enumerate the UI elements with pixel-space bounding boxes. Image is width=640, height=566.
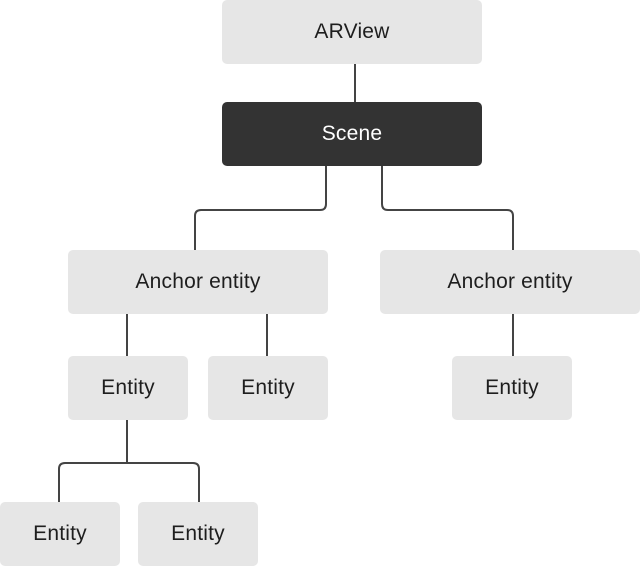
connector-scene-anchor-left [194,166,327,250]
anchor-entity-node-left: Anchor entity [68,250,328,314]
anchor-entity-node-right: Anchor entity [380,250,640,314]
entity-node: Entity [0,502,120,566]
entity-node: Entity [138,502,258,566]
entity-node: Entity [68,356,188,420]
entity-node: Entity [452,356,572,420]
connector-entity-child-left [58,462,200,502]
scene-node: Scene [222,102,482,166]
arview-node: ARView [222,0,482,64]
entity-node: Entity [208,356,328,420]
connector-scene-anchor-right [381,166,514,250]
